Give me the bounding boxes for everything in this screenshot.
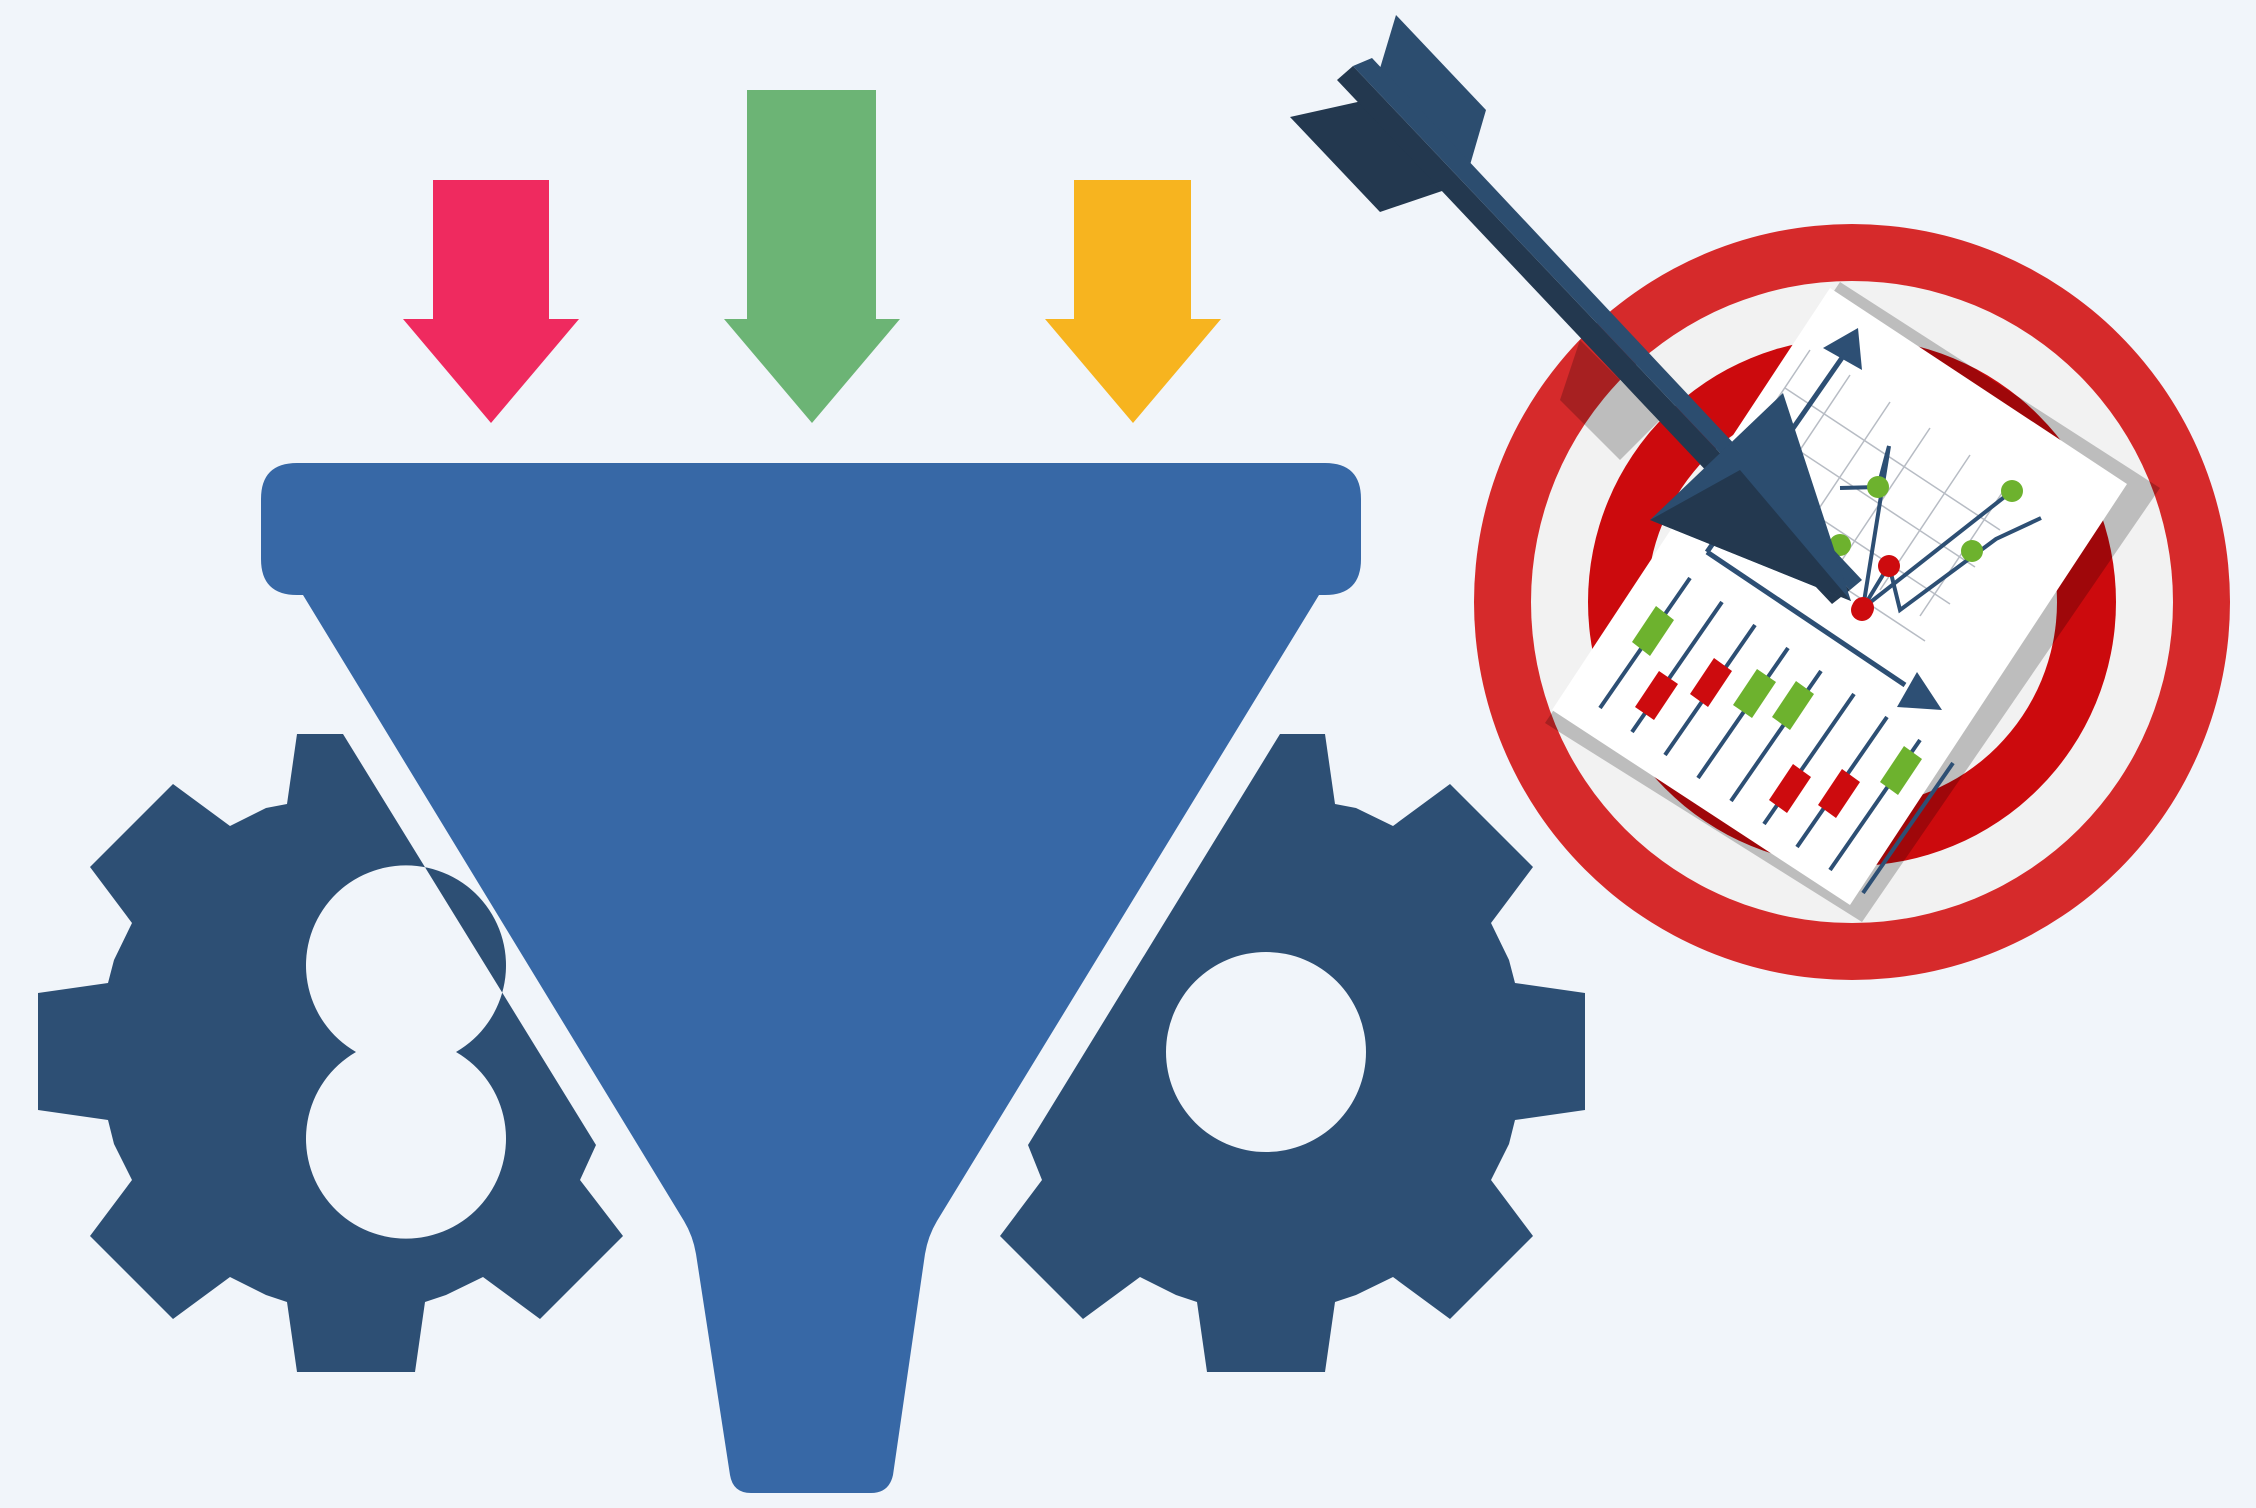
data-point xyxy=(1867,476,1889,498)
data-point xyxy=(1961,540,1983,562)
dart-head-dark xyxy=(1650,470,1851,601)
line-series xyxy=(1829,445,2042,619)
candle-green xyxy=(1733,669,1776,718)
candle-green xyxy=(1880,746,1922,795)
arrow-down-icon xyxy=(1045,180,1221,423)
gear-icon xyxy=(38,734,623,1372)
dart-tip-point xyxy=(1851,599,1873,621)
arrow-down-icon xyxy=(724,90,900,423)
data-point xyxy=(1878,555,1900,577)
data-point xyxy=(1829,534,1851,556)
candles xyxy=(1632,606,1922,818)
arrow-down-icon xyxy=(403,180,579,423)
dart-shadow xyxy=(1560,340,1660,460)
dart xyxy=(1290,15,1873,621)
funnel-icon xyxy=(261,463,1361,1493)
candle-red xyxy=(1635,671,1678,720)
candle-red xyxy=(1818,769,1860,818)
candle-green xyxy=(1632,606,1674,656)
input-arrows xyxy=(403,90,1221,423)
candle-red xyxy=(1769,764,1811,813)
data-point xyxy=(2001,480,2023,502)
gear-right xyxy=(1000,734,1585,1372)
candle-red xyxy=(1690,658,1732,707)
gear-left xyxy=(38,734,623,1372)
candle-green xyxy=(1772,681,1814,730)
gear-icon xyxy=(1000,734,1585,1372)
dart-fletch-dark xyxy=(1290,97,1445,212)
dart-fletch-light xyxy=(1378,15,1486,165)
